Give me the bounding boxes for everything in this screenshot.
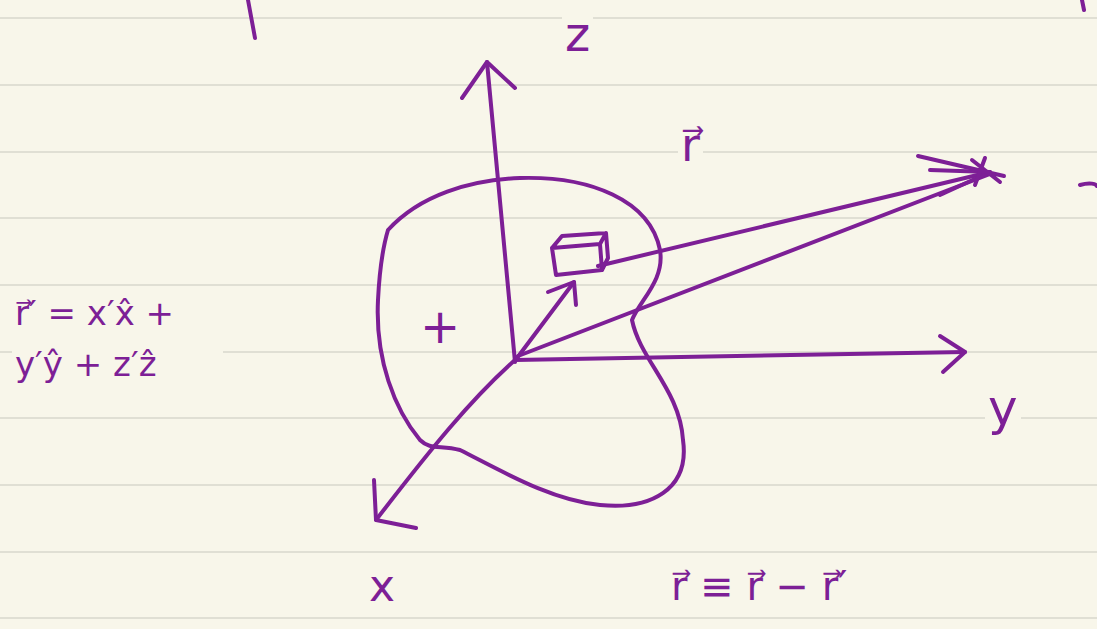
equation: r⃗′ = x′x̂ + y′ŷ + z′ẑ — [12, 288, 223, 390]
arrowhead — [462, 62, 515, 98]
blob-outline — [370, 170, 690, 515]
field-point — [918, 156, 1004, 185]
stray-stroke — [1082, 0, 1084, 10]
stray-stroke — [248, 0, 255, 38]
charge-distribution: + — [370, 170, 690, 515]
arrowhead — [940, 336, 965, 372]
arrowhead — [374, 480, 416, 528]
vector-label: r⃗ — [678, 118, 703, 173]
field-vector — [518, 174, 990, 356]
volume-element — [552, 233, 608, 275]
separation-vector — [598, 172, 990, 266]
arrowhead — [548, 282, 576, 305]
z-axis — [487, 62, 515, 362]
equation: r⃗ ≡ r⃗ − r⃗′ — [668, 562, 850, 610]
ruled-lines — [0, 18, 1097, 618]
axis-label: y — [985, 378, 1021, 438]
blob-outline — [378, 178, 684, 506]
x-axis — [376, 360, 515, 520]
axis-label: x — [366, 560, 398, 613]
axis-label: z — [562, 6, 593, 64]
charge-sign: + — [420, 302, 460, 350]
stray-stroke — [1080, 183, 1097, 186]
y-axis — [515, 352, 965, 360]
